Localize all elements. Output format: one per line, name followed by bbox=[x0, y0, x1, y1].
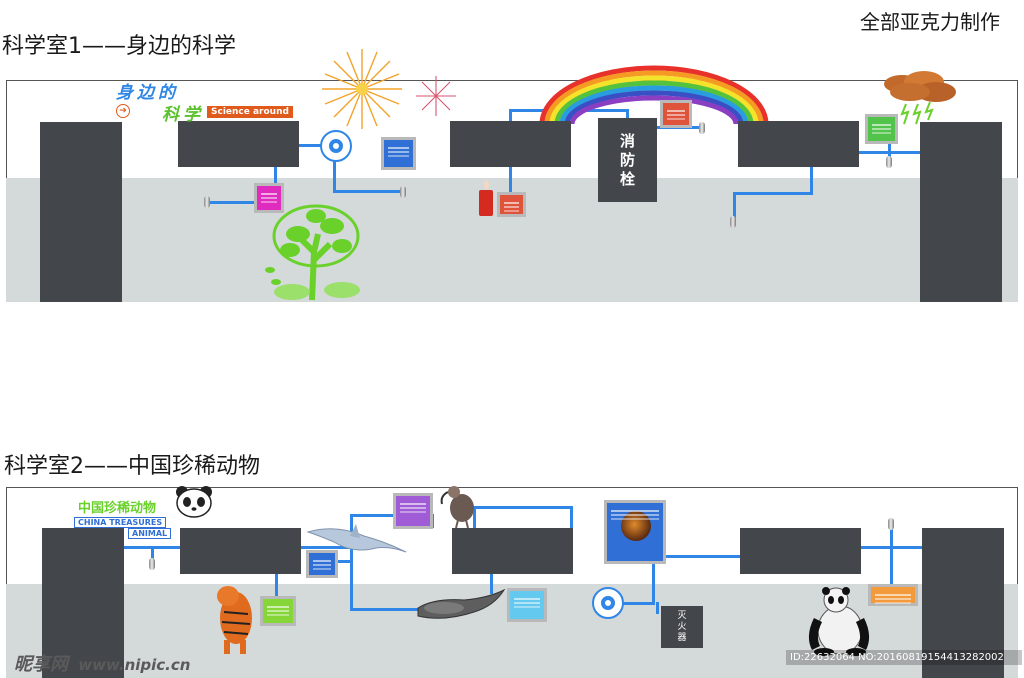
giant-salamander-illustration bbox=[417, 588, 506, 619]
pipe bbox=[656, 602, 659, 614]
pipe bbox=[151, 546, 154, 560]
pipe bbox=[274, 166, 277, 188]
room2-theme-english-line1: CHINA TREASURES bbox=[74, 517, 167, 528]
pipe bbox=[810, 166, 813, 194]
info-board bbox=[260, 596, 296, 626]
display-panel bbox=[180, 528, 301, 574]
panda-head-icon bbox=[176, 486, 212, 518]
room2-pillar-left bbox=[42, 528, 124, 678]
display-panel bbox=[178, 121, 299, 167]
watermark-id: ID:22632064 NO:20160819154413282002 bbox=[786, 650, 1022, 665]
pipe bbox=[473, 506, 476, 528]
pipe bbox=[890, 526, 893, 586]
pipe bbox=[733, 192, 736, 218]
pipe bbox=[888, 144, 891, 158]
room2-theme-title: 中国珍稀动物 bbox=[78, 501, 157, 516]
display-panel bbox=[740, 528, 861, 574]
monkey-photo bbox=[621, 511, 651, 541]
thundercloud-illustration bbox=[884, 71, 956, 125]
info-board bbox=[393, 493, 433, 529]
room2-pillar-right bbox=[922, 528, 1004, 678]
pipe bbox=[473, 506, 573, 509]
info-board bbox=[306, 550, 338, 578]
pipe bbox=[733, 192, 813, 195]
room2-theme-english-line2: ANIMAL bbox=[128, 528, 172, 539]
rainbow-illustration bbox=[539, 65, 769, 125]
production-note: 全部亚克力制作 bbox=[860, 10, 1000, 34]
room1-theme-english: Science around bbox=[207, 106, 293, 118]
pipe-valve bbox=[149, 558, 155, 570]
pipe bbox=[509, 109, 512, 122]
pipe bbox=[490, 572, 493, 594]
pipe-valve bbox=[204, 196, 210, 208]
giant-panda-illustration bbox=[808, 587, 870, 656]
info-board bbox=[660, 100, 692, 128]
info-board bbox=[507, 588, 547, 622]
pipe bbox=[350, 608, 422, 611]
eye-icon bbox=[592, 587, 624, 619]
pipe bbox=[509, 166, 512, 192]
pipe bbox=[301, 546, 353, 549]
river-dolphin-illustration bbox=[306, 524, 407, 553]
pipe bbox=[350, 514, 394, 517]
watermark-brand-name: 昵享网 bbox=[14, 654, 68, 675]
info-board bbox=[868, 584, 918, 606]
info-board bbox=[497, 192, 526, 217]
candle-illustration bbox=[478, 180, 494, 216]
display-panel bbox=[738, 121, 859, 167]
info-board bbox=[381, 137, 416, 170]
pipe bbox=[652, 564, 655, 604]
pipe bbox=[337, 560, 353, 563]
display-panel bbox=[452, 528, 573, 574]
arrow-right-icon: ➔ bbox=[116, 104, 130, 118]
pipe bbox=[570, 506, 573, 528]
pipe-valve bbox=[730, 216, 736, 228]
pipe bbox=[299, 144, 325, 147]
room1-pillar-right bbox=[920, 122, 1002, 302]
pipe bbox=[208, 201, 254, 204]
room1-pillar-left bbox=[40, 122, 122, 302]
pipe bbox=[652, 555, 740, 558]
pipe bbox=[333, 160, 336, 192]
tiger-illustration bbox=[217, 586, 252, 654]
info-board bbox=[865, 114, 898, 144]
pipe bbox=[275, 572, 278, 612]
eye-icon bbox=[320, 130, 352, 162]
room1-theme-title: 身边的 bbox=[116, 83, 179, 103]
fireworks-illustration bbox=[322, 49, 456, 129]
watermark-url: www.nipic.cn bbox=[78, 656, 191, 674]
pipe-valve bbox=[888, 518, 894, 530]
info-board bbox=[254, 183, 284, 213]
pipe-valve bbox=[886, 156, 892, 168]
fire-extinguisher-box: 灭火器 bbox=[661, 606, 703, 648]
room1-title: 科学室1——身边的科学 bbox=[2, 34, 236, 59]
photo-board bbox=[604, 500, 666, 564]
room2-title: 科学室2——中国珍稀动物 bbox=[4, 454, 260, 479]
pipe-valve bbox=[699, 122, 705, 134]
fire-hydrant-box: 消防栓 bbox=[598, 118, 657, 202]
pipe-valve bbox=[400, 186, 406, 198]
watermark-brand: 昵享网 www.nipic.cn bbox=[14, 650, 190, 676]
fire-extinguisher-label: 灭火器 bbox=[677, 610, 687, 643]
room1-theme-title-line2: 科学 bbox=[162, 105, 204, 125]
pipe bbox=[623, 602, 655, 605]
pipe bbox=[333, 190, 401, 193]
display-panel bbox=[450, 121, 571, 167]
crested-ibis-illustration bbox=[440, 486, 474, 528]
fire-hydrant-label: 消防栓 bbox=[619, 131, 635, 188]
pipe bbox=[626, 109, 629, 121]
tree-illustration bbox=[265, 204, 360, 301]
